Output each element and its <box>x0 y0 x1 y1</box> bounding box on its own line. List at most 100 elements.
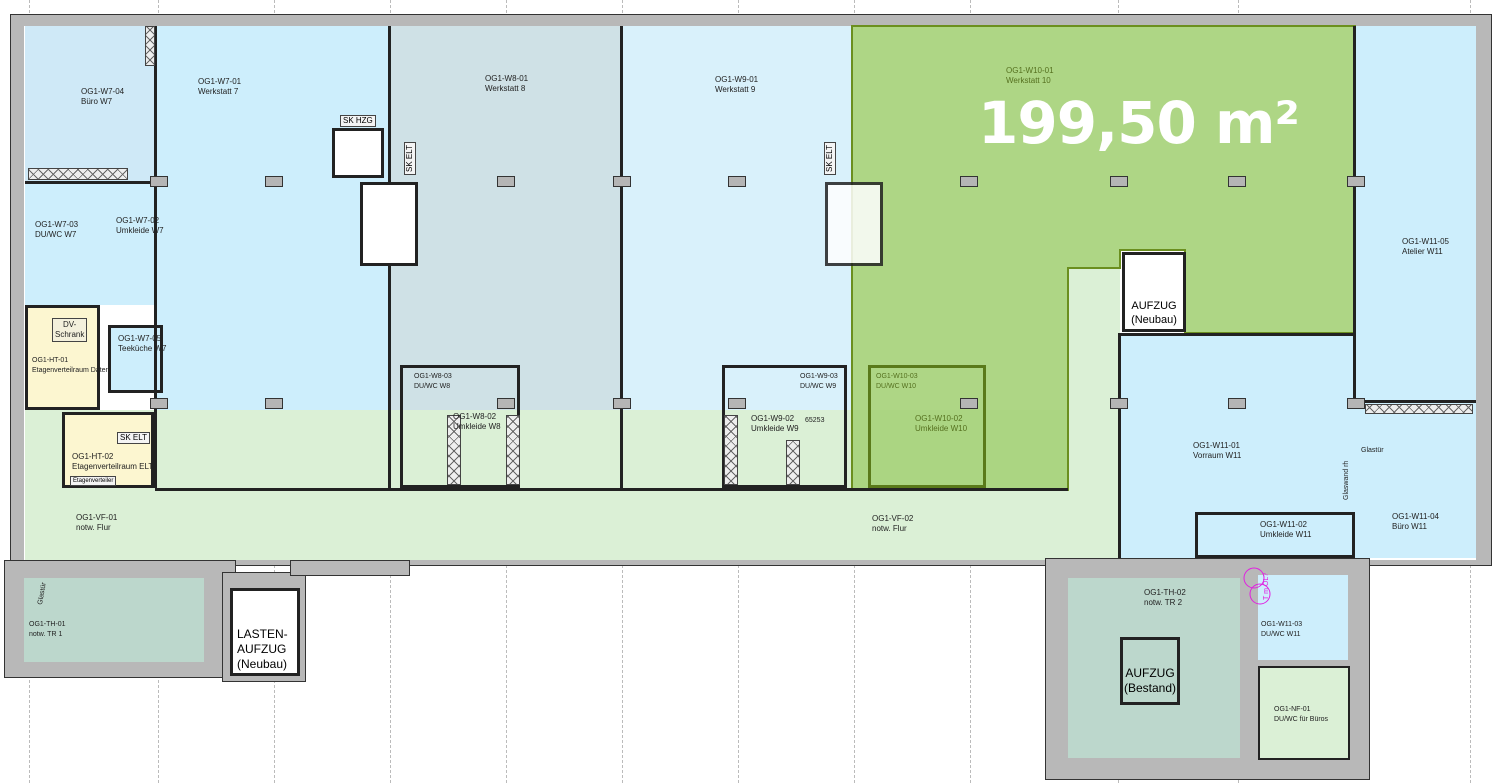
room-w7-03-02[interactable] <box>25 182 155 305</box>
room-id: OG1-W8-01 <box>485 74 529 83</box>
column <box>1110 176 1128 187</box>
room-w7-04[interactable] <box>25 26 155 182</box>
lift-label: (Neubau) <box>237 657 288 671</box>
tag-sk-elt: SK ELT <box>117 432 150 444</box>
column <box>265 398 283 409</box>
room-name: Büro W11 <box>1392 522 1427 531</box>
room-vf-02[interactable] <box>155 488 1120 560</box>
column <box>1228 398 1246 409</box>
room-id: OG1-W8-02 <box>453 412 497 421</box>
wall <box>1355 400 1476 403</box>
column <box>728 398 746 409</box>
room-id: OG1-W11-05 <box>1402 237 1449 246</box>
room-w9-02[interactable] <box>722 365 847 488</box>
room-id: OG1-W7-04 <box>81 87 125 96</box>
tag-sk-elt: SK ELT <box>404 142 416 175</box>
wall <box>620 26 623 488</box>
aufzug-neubau: AUFZUG (Neubau) <box>1122 252 1186 332</box>
column <box>150 398 168 409</box>
room-id: OG1-W11-03 <box>1261 621 1303 628</box>
room-w11-05[interactable] <box>1355 26 1476 400</box>
lift-label: AUFZUG <box>1125 666 1175 680</box>
dv-schrank: DV-Schrank <box>52 318 88 342</box>
tag-text: Schrank <box>55 330 85 339</box>
column <box>728 176 746 187</box>
room-id: OG1-NF-01 <box>1274 706 1311 713</box>
room-name: Büro W7 <box>81 97 113 106</box>
room-name: Umkleide W10 <box>915 424 968 433</box>
room-id: OG1-W11-04 <box>1392 512 1439 521</box>
glaswand-label: Glaswand rh <box>1343 460 1350 500</box>
room-name: notw. TR 2 <box>1144 598 1183 607</box>
room-name: Werkstatt 7 <box>198 87 239 96</box>
wall <box>154 26 157 488</box>
lift-label: AUFZUG <box>1131 300 1177 312</box>
room-w11-04[interactable] <box>1355 400 1476 558</box>
locker-block <box>506 415 520 485</box>
room-nf-01[interactable] <box>1258 666 1350 760</box>
column <box>960 176 978 187</box>
wall <box>1118 333 1121 560</box>
room-vf-02-spur[interactable] <box>1068 268 1120 560</box>
wall <box>1353 26 1356 400</box>
room-w11-03[interactable] <box>1258 575 1348 660</box>
room-name: Umkleide W7 <box>116 226 164 235</box>
tag-etagenverteiler: Etagenverteiler <box>70 476 117 486</box>
room-id: OG1-VF-02 <box>872 514 914 523</box>
room-name: Atelier W11 <box>1402 247 1443 256</box>
column <box>1110 398 1128 409</box>
room-id: OG1-W9-02 <box>751 414 795 423</box>
room-w11-02[interactable] <box>1195 512 1355 558</box>
column <box>265 176 283 187</box>
room-name: Umkleide W11 <box>1260 530 1312 539</box>
locker-block <box>1365 404 1473 414</box>
room-w7-05[interactable] <box>108 325 163 393</box>
lift-label: (Neubau) <box>1131 314 1177 326</box>
room-name: notw. Flur <box>76 523 111 532</box>
room-name: Werkstatt 10 <box>1006 76 1051 85</box>
room-id: OG1-HT-02 <box>72 452 114 461</box>
room-name: Werkstatt 9 <box>715 85 756 94</box>
room-name: Umkleide W8 <box>453 422 501 431</box>
column <box>613 176 631 187</box>
room-th-01[interactable] <box>24 578 204 662</box>
room-name: Etagenverteilraum ELT <box>72 462 154 471</box>
room-id: OG1-HT-01 <box>32 357 69 364</box>
room-name: DU/WC für Büros <box>1274 716 1329 723</box>
room-name: Werkstatt 8 <box>485 84 526 93</box>
room-ht-02[interactable] <box>62 412 154 488</box>
lift-label: AUFZUG <box>237 642 287 656</box>
room-id: OG1-W7-01 <box>198 77 242 86</box>
column <box>497 176 515 187</box>
room-w10-02[interactable] <box>868 365 986 488</box>
room-id: OG1-W10-03 <box>876 373 918 380</box>
room-id: OG1-W7-03 <box>35 220 79 229</box>
room-id: OG1-W10-02 <box>915 414 963 423</box>
shaft-hzg <box>332 128 384 178</box>
column <box>1347 176 1365 187</box>
room-w11-01[interactable] <box>1120 333 1355 558</box>
column <box>497 398 515 409</box>
area-label: 199,50 m² <box>978 89 1300 157</box>
wall-segment <box>290 560 410 576</box>
room-name: Teeküche W7 <box>118 344 167 353</box>
revision-cloud-icon <box>1243 567 1271 605</box>
wall <box>1120 333 1355 336</box>
